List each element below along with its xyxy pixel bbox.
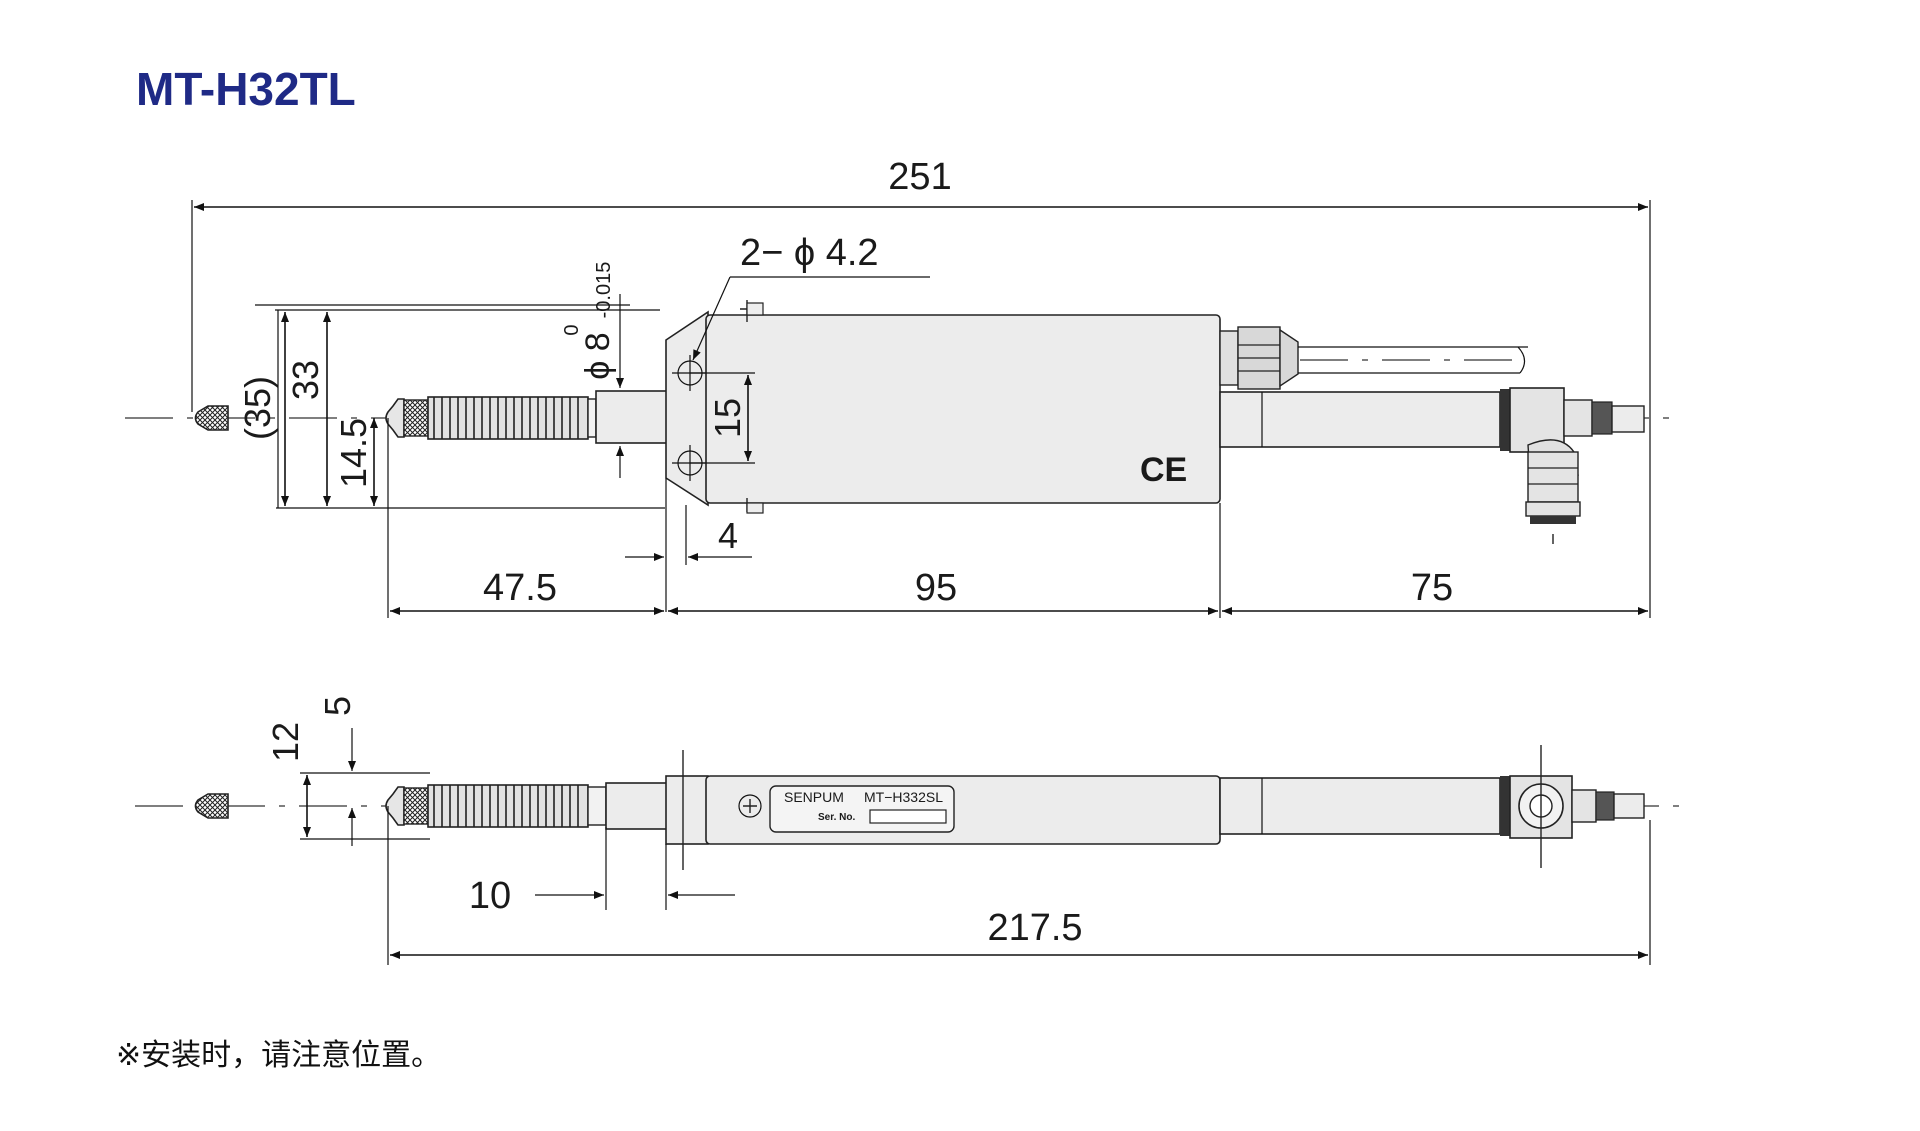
- dim-overall: 251: [888, 156, 951, 198]
- dim-14-5: 14.5: [333, 418, 374, 488]
- rear-tube: [1219, 391, 1501, 448]
- dim-dia-main: ϕ 8: [579, 332, 617, 379]
- dim-10: 10: [469, 875, 511, 917]
- dim-tol-upper: 0: [561, 324, 583, 335]
- label-serial: Ser. No.: [818, 812, 855, 823]
- stylus-tip: [194, 405, 229, 431]
- dim-5: 5: [317, 696, 358, 716]
- elbow-connector: [1525, 439, 1581, 544]
- shank: [595, 390, 673, 444]
- spindle-bellows: [385, 396, 597, 440]
- spindle-bellows: [385, 784, 607, 828]
- install-note: ※安装时，请注意位置。: [116, 1038, 442, 1073]
- dim-4: 4: [718, 515, 738, 556]
- bottom-view: SENPUM MT−H332SL Ser. No. 12 5 10 217: [135, 696, 1680, 965]
- tube-collar: [1500, 389, 1510, 451]
- dim-holes: 2− ϕ 4.2: [740, 232, 879, 274]
- dim-15: 15: [707, 398, 748, 438]
- dim-217-5: 217.5: [987, 907, 1082, 949]
- dim-tol-lower: -0.015: [593, 262, 615, 319]
- label-brand: SENPUM: [784, 789, 844, 805]
- shank: [605, 782, 669, 830]
- dim-95: 95: [915, 567, 957, 609]
- flange-plate: [665, 775, 709, 845]
- dim-47-5: 47.5: [483, 567, 557, 609]
- dim-33: 33: [285, 360, 326, 400]
- top-view: 251 CE: [125, 156, 1680, 618]
- rear-tube: [1219, 777, 1501, 835]
- dim-paren-35: (35): [237, 376, 278, 440]
- label-model: MT−H332SL: [864, 789, 943, 805]
- dim-12: 12: [265, 722, 306, 762]
- stylus-tip: [194, 793, 229, 819]
- cable-gland: [1219, 326, 1528, 390]
- dim-75: 75: [1411, 567, 1453, 609]
- tube-collar: [1500, 776, 1510, 836]
- page-title: MT-H32TL: [136, 63, 356, 115]
- flange-plate: [665, 310, 709, 507]
- ce-mark: CE: [1140, 451, 1187, 489]
